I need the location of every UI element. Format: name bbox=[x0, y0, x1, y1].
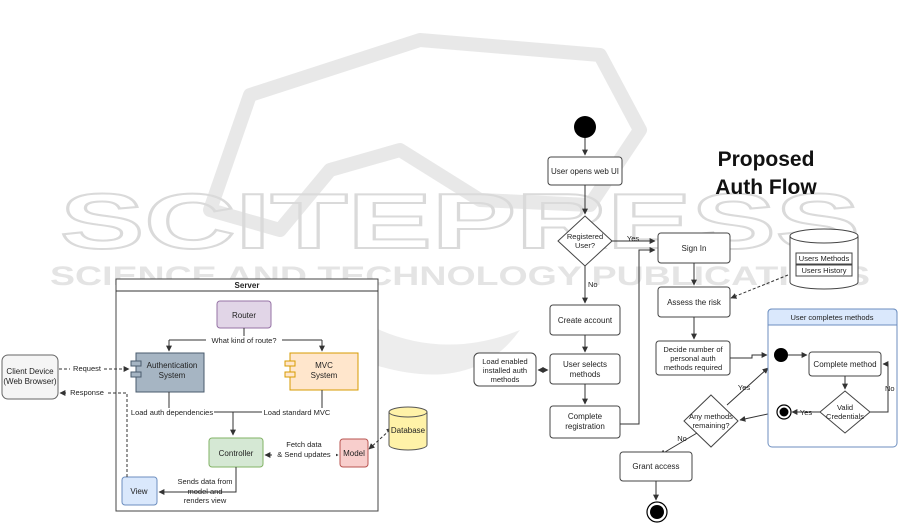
flow-title-line-2: Auth Flow bbox=[715, 176, 817, 199]
router-label: Router bbox=[232, 311, 256, 320]
client-device-box bbox=[1, 354, 59, 400]
valid-credentials-decision bbox=[819, 390, 871, 434]
db-to-assess-link bbox=[730, 274, 789, 299]
user-selects-label-1: User selects bbox=[563, 360, 607, 369]
complete-registration-label-2: registration bbox=[565, 422, 605, 431]
auth-component-tab-bottom bbox=[130, 371, 142, 378]
methods-swimlane-header bbox=[767, 308, 898, 326]
registered-label-2: User? bbox=[575, 241, 595, 250]
decide-number-label-2: personal auth bbox=[670, 354, 715, 363]
registration-to-signin-arrow bbox=[620, 247, 656, 425]
flow-end-node bbox=[650, 505, 664, 519]
valid-credentials-label-1: Valid bbox=[837, 403, 853, 412]
decide-number-label-3: methods required bbox=[664, 363, 722, 372]
mvc-system-box bbox=[289, 352, 359, 391]
flow-title-line-1: Proposed bbox=[718, 148, 815, 171]
mvc-architecture-diagram: Server Router What kind of route? Authen… bbox=[1, 278, 428, 512]
database-cylinder bbox=[388, 406, 428, 451]
any-methods-label-2: remaining? bbox=[692, 421, 729, 430]
auth-system-box bbox=[135, 352, 205, 393]
methods-swimlane-title: User completes methods bbox=[791, 313, 874, 322]
model-database-link bbox=[368, 427, 393, 450]
load-mvc-label: Load standard MVC bbox=[264, 408, 331, 417]
complete-method-label: Complete method bbox=[813, 360, 876, 369]
valid-no-label: No bbox=[885, 384, 895, 393]
view-label: View bbox=[130, 487, 147, 496]
mvc-component-tab-top bbox=[284, 360, 296, 367]
user-opens-label: User opens web UI bbox=[551, 167, 619, 176]
decide-to-methods-arrow bbox=[730, 352, 768, 359]
response-label: Response bbox=[70, 388, 104, 397]
auth-system-label-1: Authentication bbox=[147, 361, 198, 370]
load-auth-bg bbox=[130, 408, 214, 417]
any-methods-no-label: No bbox=[677, 434, 687, 443]
controller-label: Controller bbox=[219, 449, 254, 458]
valid-no-loop-arrow bbox=[870, 361, 889, 413]
model-label: Model bbox=[343, 449, 365, 458]
registered-no-label: No bbox=[588, 280, 598, 289]
complete-registration-box bbox=[549, 405, 621, 439]
model-box bbox=[339, 438, 369, 468]
load-enabled-label-1: Load enabled bbox=[482, 357, 527, 366]
watermark-logo-shape bbox=[203, 33, 647, 237]
load-enabled-label-3: methods bbox=[491, 375, 520, 384]
load-enabled-label-2: installed auth bbox=[483, 366, 527, 375]
grant-access-label: Grant access bbox=[632, 462, 679, 471]
assess-risk-label: Assess the risk bbox=[667, 298, 722, 307]
complete-registration-label-1: Complete bbox=[568, 412, 603, 421]
request-label: Request bbox=[73, 364, 102, 373]
load-mvc-bg bbox=[262, 408, 332, 417]
registered-label-1: Registered bbox=[567, 232, 603, 241]
sends-data-label-1: Sends data from bbox=[177, 477, 232, 486]
any-methods-decision bbox=[683, 394, 739, 448]
sign-in-label: Sign In bbox=[682, 244, 707, 253]
client-device-label-1: Client Device bbox=[6, 367, 54, 376]
route-question-bg bbox=[206, 336, 282, 345]
server-title: Server bbox=[235, 281, 260, 290]
registered-yes-label: Yes bbox=[627, 234, 639, 243]
fetch-data-label-2: & Send updates bbox=[277, 450, 331, 459]
valid-credentials-label-2: Credentials bbox=[826, 412, 864, 421]
any-methods-no-arrow bbox=[659, 432, 698, 456]
sends-data-label-2: model and bbox=[187, 487, 222, 496]
sends-data-label-3: renders view bbox=[184, 496, 227, 505]
mvc-system-label-1: MVC bbox=[315, 361, 333, 370]
route-question-label: What kind of route? bbox=[211, 336, 276, 345]
user-selects-label-2: methods bbox=[570, 370, 601, 379]
valid-yes-label: Yes bbox=[800, 408, 812, 417]
auth-system-label-2: System bbox=[159, 371, 186, 380]
request-bg bbox=[70, 364, 104, 373]
controller-view-arrow bbox=[158, 467, 237, 495]
response-bg bbox=[66, 388, 108, 397]
any-methods-yes-label: Yes bbox=[738, 383, 750, 392]
any-methods-label-1: Any methods bbox=[689, 412, 733, 421]
swimlane-end-node bbox=[779, 407, 789, 417]
methods-swimlane bbox=[767, 308, 898, 448]
users-history-box bbox=[795, 264, 853, 277]
auth-flow-diagram: Proposed Auth Flow User opens web UI Reg… bbox=[473, 116, 898, 523]
view-box bbox=[121, 476, 158, 506]
client-device-label-2: (Web Browser) bbox=[3, 377, 57, 386]
load-enabled-box bbox=[473, 352, 537, 387]
users-history-label: Users History bbox=[801, 266, 846, 275]
users-methods-box bbox=[795, 252, 853, 265]
response-arrow bbox=[59, 390, 128, 477]
create-account-label: Create account bbox=[558, 316, 613, 325]
flow-start-node bbox=[574, 116, 596, 138]
any-methods-yes-arrow bbox=[726, 367, 769, 406]
user-selects-box bbox=[549, 353, 621, 385]
database-label: Database bbox=[391, 426, 426, 435]
mvc-component-tab-bottom bbox=[284, 371, 296, 378]
fetch-data-label-1: Fetch data bbox=[286, 440, 322, 449]
users-methods-label: Users Methods bbox=[799, 254, 850, 263]
mvc-system-label-2: System bbox=[311, 371, 338, 380]
load-auth-label: Load auth dependencies bbox=[131, 408, 213, 417]
decide-number-label-1: Decide number of bbox=[663, 345, 723, 354]
swimlane-start-node bbox=[774, 348, 788, 362]
fetch-data-bg bbox=[272, 439, 336, 460]
auth-component-tab-top bbox=[130, 360, 142, 367]
